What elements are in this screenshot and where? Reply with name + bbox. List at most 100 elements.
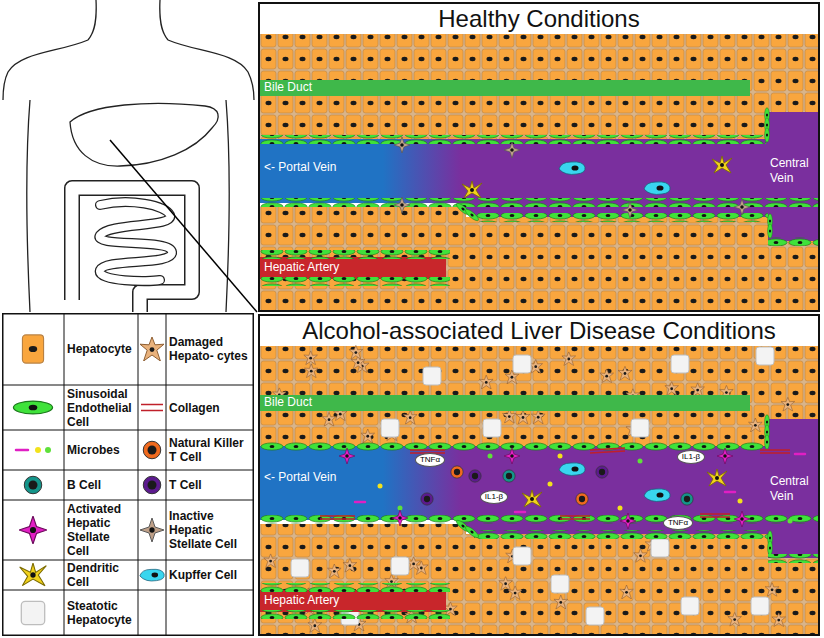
illustration-part [795, 453, 805, 456]
illustration-part [3, 40, 88, 100]
vessel-label: Hepatic Artery [264, 593, 339, 608]
vessel-band: Bile Duct [264, 395, 312, 410]
illustration-part [466, 534, 768, 634]
illustration-part [403, 410, 417, 424]
illustration-part [260, 139, 818, 203]
illustration-part [768, 237, 818, 246]
illustration-part [665, 381, 679, 395]
illustration-part [513, 547, 531, 565]
illustration-part [765, 582, 779, 596]
illustration-part [260, 4, 818, 310]
illustration-part [327, 564, 341, 578]
panel-title: Alcohol-associated Liver Disease Conditi… [260, 316, 818, 346]
legend-cell: Natural Killer T Cell [166, 430, 254, 470]
cytokine-label: IL1-β [485, 492, 503, 502]
illustration-part [355, 501, 365, 504]
illustration-part [734, 199, 750, 215]
illustration-part [2, 430, 254, 431]
legend-label: Sinusoidal Endothelial Cell [67, 387, 135, 429]
illustration-part [260, 610, 450, 619]
illustration-part [349, 345, 363, 359]
illustration-part [460, 203, 818, 241]
illustration-part [474, 213, 768, 222]
illustration-part [451, 466, 463, 478]
vessel-label: Bile Duct [264, 80, 312, 95]
illustration-part [226, 100, 229, 312]
illustration-part [600, 369, 614, 383]
illustration-part [681, 597, 699, 615]
illustration-part [70, 103, 218, 166]
illustration-part [394, 197, 410, 213]
legend-label: B Cell [67, 478, 101, 492]
illustration-part [644, 182, 670, 195]
illustration-part [503, 470, 515, 482]
illustration-part [700, 514, 730, 517]
illustration-part [620, 585, 634, 599]
illustration-part [460, 520, 818, 558]
legend-cell: Dendritic Cell [64, 560, 138, 590]
illustration-part [260, 316, 818, 634]
illustration-part [421, 493, 433, 505]
illustration-part [260, 395, 750, 411]
illustration-part [260, 207, 466, 310]
illustration-part [638, 459, 643, 464]
illustration-part [504, 142, 520, 158]
illustration-part [143, 476, 161, 494]
illustration-part [138, 313, 139, 636]
cytokine-label: TNFα [420, 455, 440, 465]
cytokine-bubble: TNFα [415, 453, 445, 467]
legend-cell: Kupffer Cell [166, 560, 254, 590]
illustration-part [788, 519, 793, 524]
illustration-part [140, 337, 164, 361]
cytokine-label: IL1-β [682, 452, 700, 462]
vessel-label: Hepatic Artery [264, 260, 339, 275]
illustration-part [22, 335, 43, 363]
illustration-part [728, 612, 742, 626]
illustration-part [765, 435, 770, 450]
illustration-part [260, 135, 766, 144]
illustration-part [502, 409, 516, 423]
illustration-part [548, 482, 553, 487]
illustration-part [392, 510, 408, 526]
illustration-part [558, 454, 563, 459]
illustration-part [516, 410, 530, 424]
liver-lobule-illustration [260, 4, 818, 310]
vessel-band: Central Vein [770, 474, 816, 504]
illustration-part [466, 217, 768, 310]
illustration-part [554, 595, 568, 609]
illustration-part [2, 470, 254, 471]
illustration-part [469, 470, 481, 482]
illustration-part [140, 518, 164, 542]
illustration-part [260, 446, 818, 520]
legend-cell: Collagen [166, 385, 254, 430]
illustration-part [27, 100, 30, 312]
illustration-part [513, 355, 531, 373]
legend-label: Kupffer Cell [169, 568, 237, 582]
illustration-part [260, 250, 450, 259]
illustration-part [504, 448, 520, 464]
illustration-part [260, 590, 446, 612]
illustration-part [531, 410, 545, 424]
illustration-part [339, 448, 355, 464]
cytokine-bubble: TNFα [663, 516, 693, 530]
cytokine-bubble: IL1-β [677, 450, 705, 464]
legend-label: Hepatocyte [67, 342, 132, 356]
illustration-part [559, 162, 585, 175]
illustration-part [343, 558, 357, 572]
illustration-part [651, 539, 669, 557]
illustration-part [781, 397, 795, 411]
illustration-part [768, 224, 773, 239]
legend-label: Dendritic Cell [67, 561, 135, 589]
illustration-part [631, 419, 649, 437]
illustration-part [308, 618, 322, 632]
cytokine-bubble: IL1-β [480, 490, 508, 504]
illustration-part [13, 401, 52, 414]
illustration-part [72, 188, 192, 312]
illustration-part [712, 156, 732, 173]
panel-title: Healthy Conditions [260, 4, 818, 34]
illustration-part [488, 454, 493, 459]
illustration-part [620, 513, 636, 529]
illustration-part [671, 355, 689, 373]
legend-label: T Cell [169, 478, 202, 492]
condition-panel: Healthy ConditionsBile Duct<- Portal Vei… [258, 2, 820, 312]
